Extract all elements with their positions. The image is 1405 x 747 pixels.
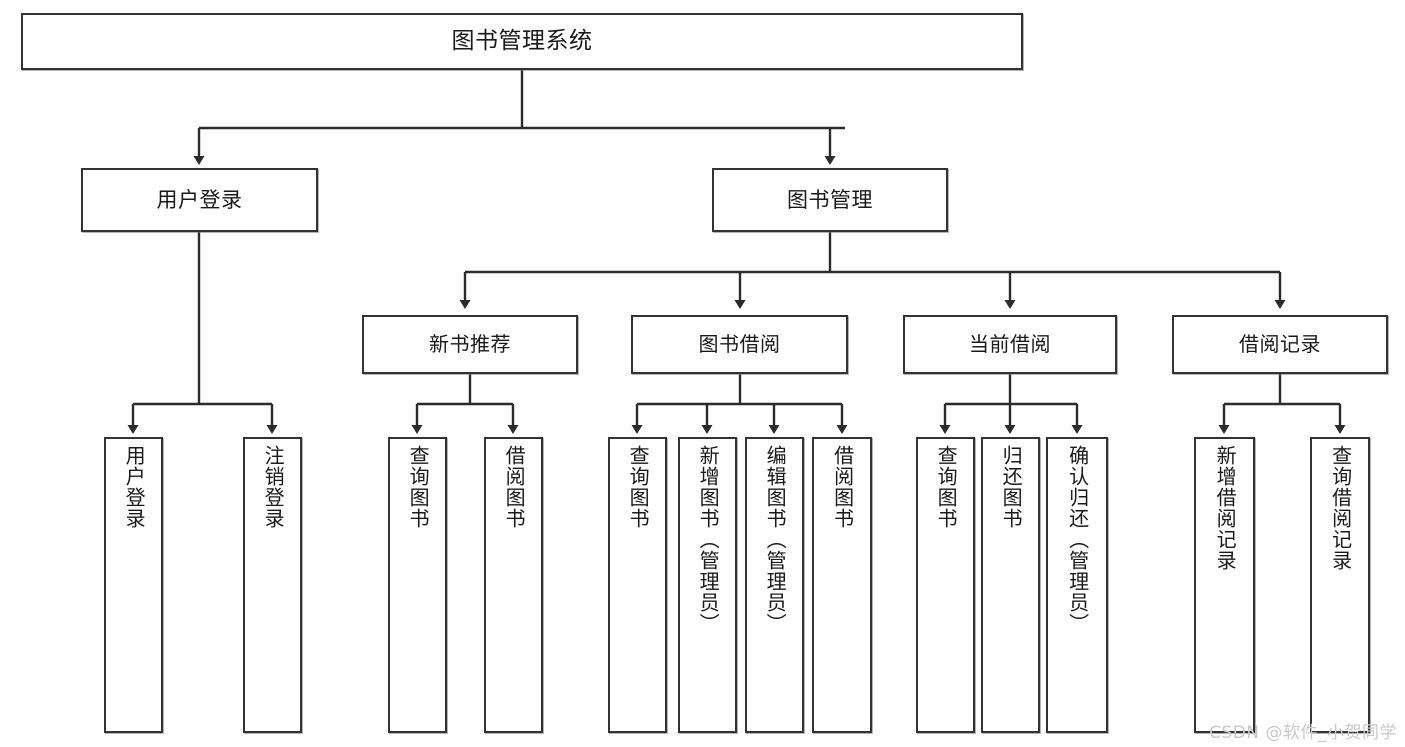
node-label: 查询图书 xyxy=(626,445,651,529)
node-label: 用户登录 xyxy=(156,187,243,212)
node-book-borrow[interactable]: 图书借阅 xyxy=(631,315,848,374)
leaf-record-add-record[interactable]: 新增借阅记录 xyxy=(1194,437,1255,733)
leaf-borrow-edit-book-admin[interactable]: 编辑图书（管理员） xyxy=(745,437,804,733)
node-label: 新增图书（管理员） xyxy=(696,445,721,634)
node-label: 借阅记录 xyxy=(1239,331,1321,356)
node-label: 查询图书 xyxy=(406,445,431,529)
node-label: 图书借阅 xyxy=(698,331,781,356)
node-label: 当前借阅 xyxy=(969,331,1051,356)
leaf-borrow-query-book[interactable]: 查询图书 xyxy=(608,437,667,733)
leaf-current-confirm-return-admin[interactable]: 确认归还（管理员） xyxy=(1046,437,1108,733)
node-label: 编辑图书（管理员） xyxy=(763,445,788,634)
node-current-borrow[interactable]: 当前借阅 xyxy=(903,315,1117,374)
node-label: 查询图书 xyxy=(934,445,959,529)
leaf-borrow-borrow-book[interactable]: 借阅图书 xyxy=(812,437,872,733)
node-label: 新增借阅记录 xyxy=(1213,445,1238,571)
node-borrow-record[interactable]: 借阅记录 xyxy=(1172,315,1388,374)
node-label: 借阅图书 xyxy=(830,445,855,529)
node-book-management[interactable]: 图书管理 xyxy=(712,168,948,232)
node-user-login[interactable]: 用户登录 xyxy=(81,168,318,232)
leaf-user-login[interactable]: 用户登录 xyxy=(104,437,163,733)
node-label: 注销登录 xyxy=(261,445,286,529)
node-label: 用户登录 xyxy=(122,445,147,529)
leaf-current-return-book[interactable]: 归还图书 xyxy=(981,437,1040,733)
node-label: 确认归还（管理员） xyxy=(1065,445,1090,634)
node-label: 归还图书 xyxy=(999,445,1024,529)
node-label: 图书管理系统 xyxy=(451,27,593,54)
node-label: 图书管理 xyxy=(787,187,873,212)
leaf-recommend-borrow-book[interactable]: 借阅图书 xyxy=(484,437,543,733)
node-label: 借阅图书 xyxy=(502,445,527,529)
leaf-user-logout[interactable]: 注销登录 xyxy=(243,437,302,733)
node-root-system[interactable]: 图书管理系统 xyxy=(21,13,1023,70)
leaf-record-query-record[interactable]: 查询借阅记录 xyxy=(1310,437,1370,733)
node-new-book-recommend[interactable]: 新书推荐 xyxy=(362,315,578,374)
node-label: 查询借阅记录 xyxy=(1328,445,1353,571)
csdn-watermark: CSDN @软件_小贺同学 xyxy=(1209,723,1397,743)
node-label: 新书推荐 xyxy=(429,331,511,356)
leaf-borrow-add-book-admin[interactable]: 新增图书（管理员） xyxy=(678,437,737,733)
leaf-recommend-query-book[interactable]: 查询图书 xyxy=(388,437,447,733)
leaf-current-query-book[interactable]: 查询图书 xyxy=(916,437,975,733)
